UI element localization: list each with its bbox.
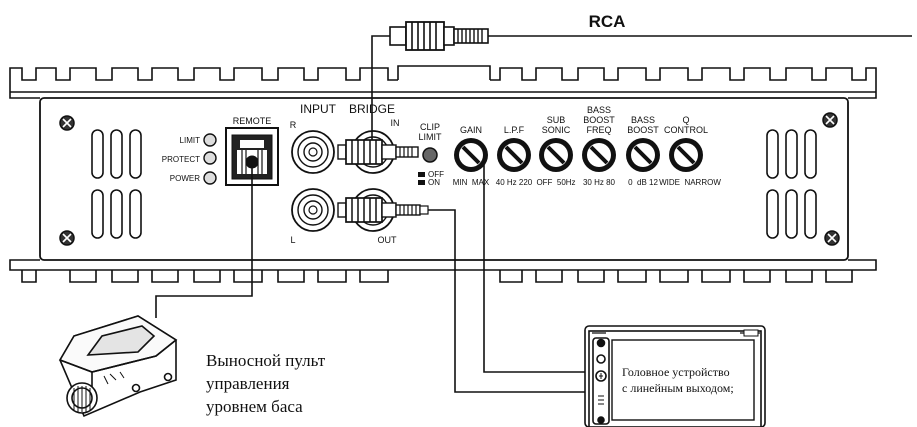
head-unit-caption-line-1: Головное устройство <box>622 365 730 379</box>
out-to-head-unit-cable <box>428 209 588 393</box>
knob-bass-boost-freq-label-1: BASS <box>587 105 611 115</box>
control-knobs <box>454 138 703 172</box>
remote-caption-line-3: уровнем баса <box>206 397 303 416</box>
knob-gain-label: GAIN <box>460 125 482 135</box>
rca-label: RCA <box>589 12 626 31</box>
knob-gain <box>454 138 488 172</box>
knob-q-control-label-1: Q <box>682 115 689 125</box>
remote-port-label: REMOTE <box>233 116 272 126</box>
rca-plug-in <box>337 139 419 165</box>
led-protect-label: PROTECT <box>162 155 200 164</box>
screw-top-left <box>59 115 75 131</box>
knob-q-control-scale: WIDE NARROW <box>659 178 721 187</box>
rca-plug-top <box>389 21 489 51</box>
knob-labels: GAIN MIN MAX L.P.F 40 Hz 220 SUB SONIC O… <box>453 105 722 187</box>
rca-jack-input-r <box>291 130 335 174</box>
knob-bass-boost-label-2: BOOST <box>627 125 659 135</box>
remote-plug-icon <box>245 155 259 169</box>
knob-sub-sonic <box>539 138 573 172</box>
led-limit-label: LIMIT <box>180 136 201 145</box>
remote-bass-controller-icon <box>58 315 178 418</box>
rca-jack-input-l <box>291 188 335 232</box>
gain-to-head-unit-cable <box>483 165 588 373</box>
knob-bass-boost-label-1: BASS <box>631 115 655 125</box>
knob-sub-sonic-label-2: SONIC <box>542 125 571 135</box>
in-label: IN <box>391 118 400 128</box>
screw-bottom-left <box>59 230 75 246</box>
led-power-icon <box>203 171 217 185</box>
knob-lpf-label: L.P.F <box>504 125 525 135</box>
knob-sub-sonic-scale: OFF 50Hz <box>536 178 575 187</box>
screw-bottom-right <box>824 230 840 246</box>
input-label: INPUT <box>300 102 337 116</box>
remote-cable <box>155 168 253 318</box>
knob-bass-boost-freq-scale: 30 Hz 80 <box>583 178 616 187</box>
status-leds: LIMIT PROTECT POWER <box>162 133 217 185</box>
clip-label: CLIP <box>420 122 440 132</box>
clip-limit-switch: CLIP LIMIT OFF ON <box>418 122 444 187</box>
screw-top-right <box>822 112 838 128</box>
knob-q-control <box>669 138 703 172</box>
clip-limit-on-label: ON <box>428 178 440 187</box>
knob-sub-sonic-label-1: SUB <box>547 115 566 125</box>
knob-lpf-scale: 40 Hz 220 <box>496 178 533 187</box>
head-unit-icon <box>584 325 766 427</box>
input-l-label: L <box>290 235 295 245</box>
remote-caption-line-1: Выносной пульт <box>206 351 326 370</box>
amplifier-end-panel <box>39 97 849 261</box>
panel-screws <box>59 112 840 246</box>
remote-caption-line-2: управления <box>206 374 290 393</box>
led-power-label: POWER <box>170 174 200 183</box>
rca-plug-out <box>337 197 429 223</box>
head-unit-caption-line-2: с линейным выходом; <box>622 381 734 395</box>
limit-label: LIMIT <box>418 132 442 142</box>
out-label: OUT <box>378 235 398 245</box>
led-limit-icon <box>203 133 217 147</box>
knob-gain-scale: MIN MAX <box>453 178 490 187</box>
clip-limit-switch-icon <box>422 147 438 163</box>
knob-bass-boost-freq-label-2: BOOST <box>583 115 615 125</box>
knob-bass-boost-freq <box>582 138 616 172</box>
knob-q-control-label-2: CONTROL <box>664 125 708 135</box>
knob-lpf <box>497 138 531 172</box>
vent-slots <box>91 129 817 239</box>
clip-limit-off-label: OFF <box>428 170 444 179</box>
knob-bass-boost <box>626 138 660 172</box>
knob-bass-boost-freq-label-3: FREQ <box>586 125 611 135</box>
knob-bass-boost-scale: 0 dB 12 <box>628 178 658 187</box>
cables <box>155 35 912 393</box>
led-protect-icon <box>203 151 217 165</box>
rca-cable-to-input <box>371 35 390 143</box>
input-r-label: R <box>290 120 297 130</box>
